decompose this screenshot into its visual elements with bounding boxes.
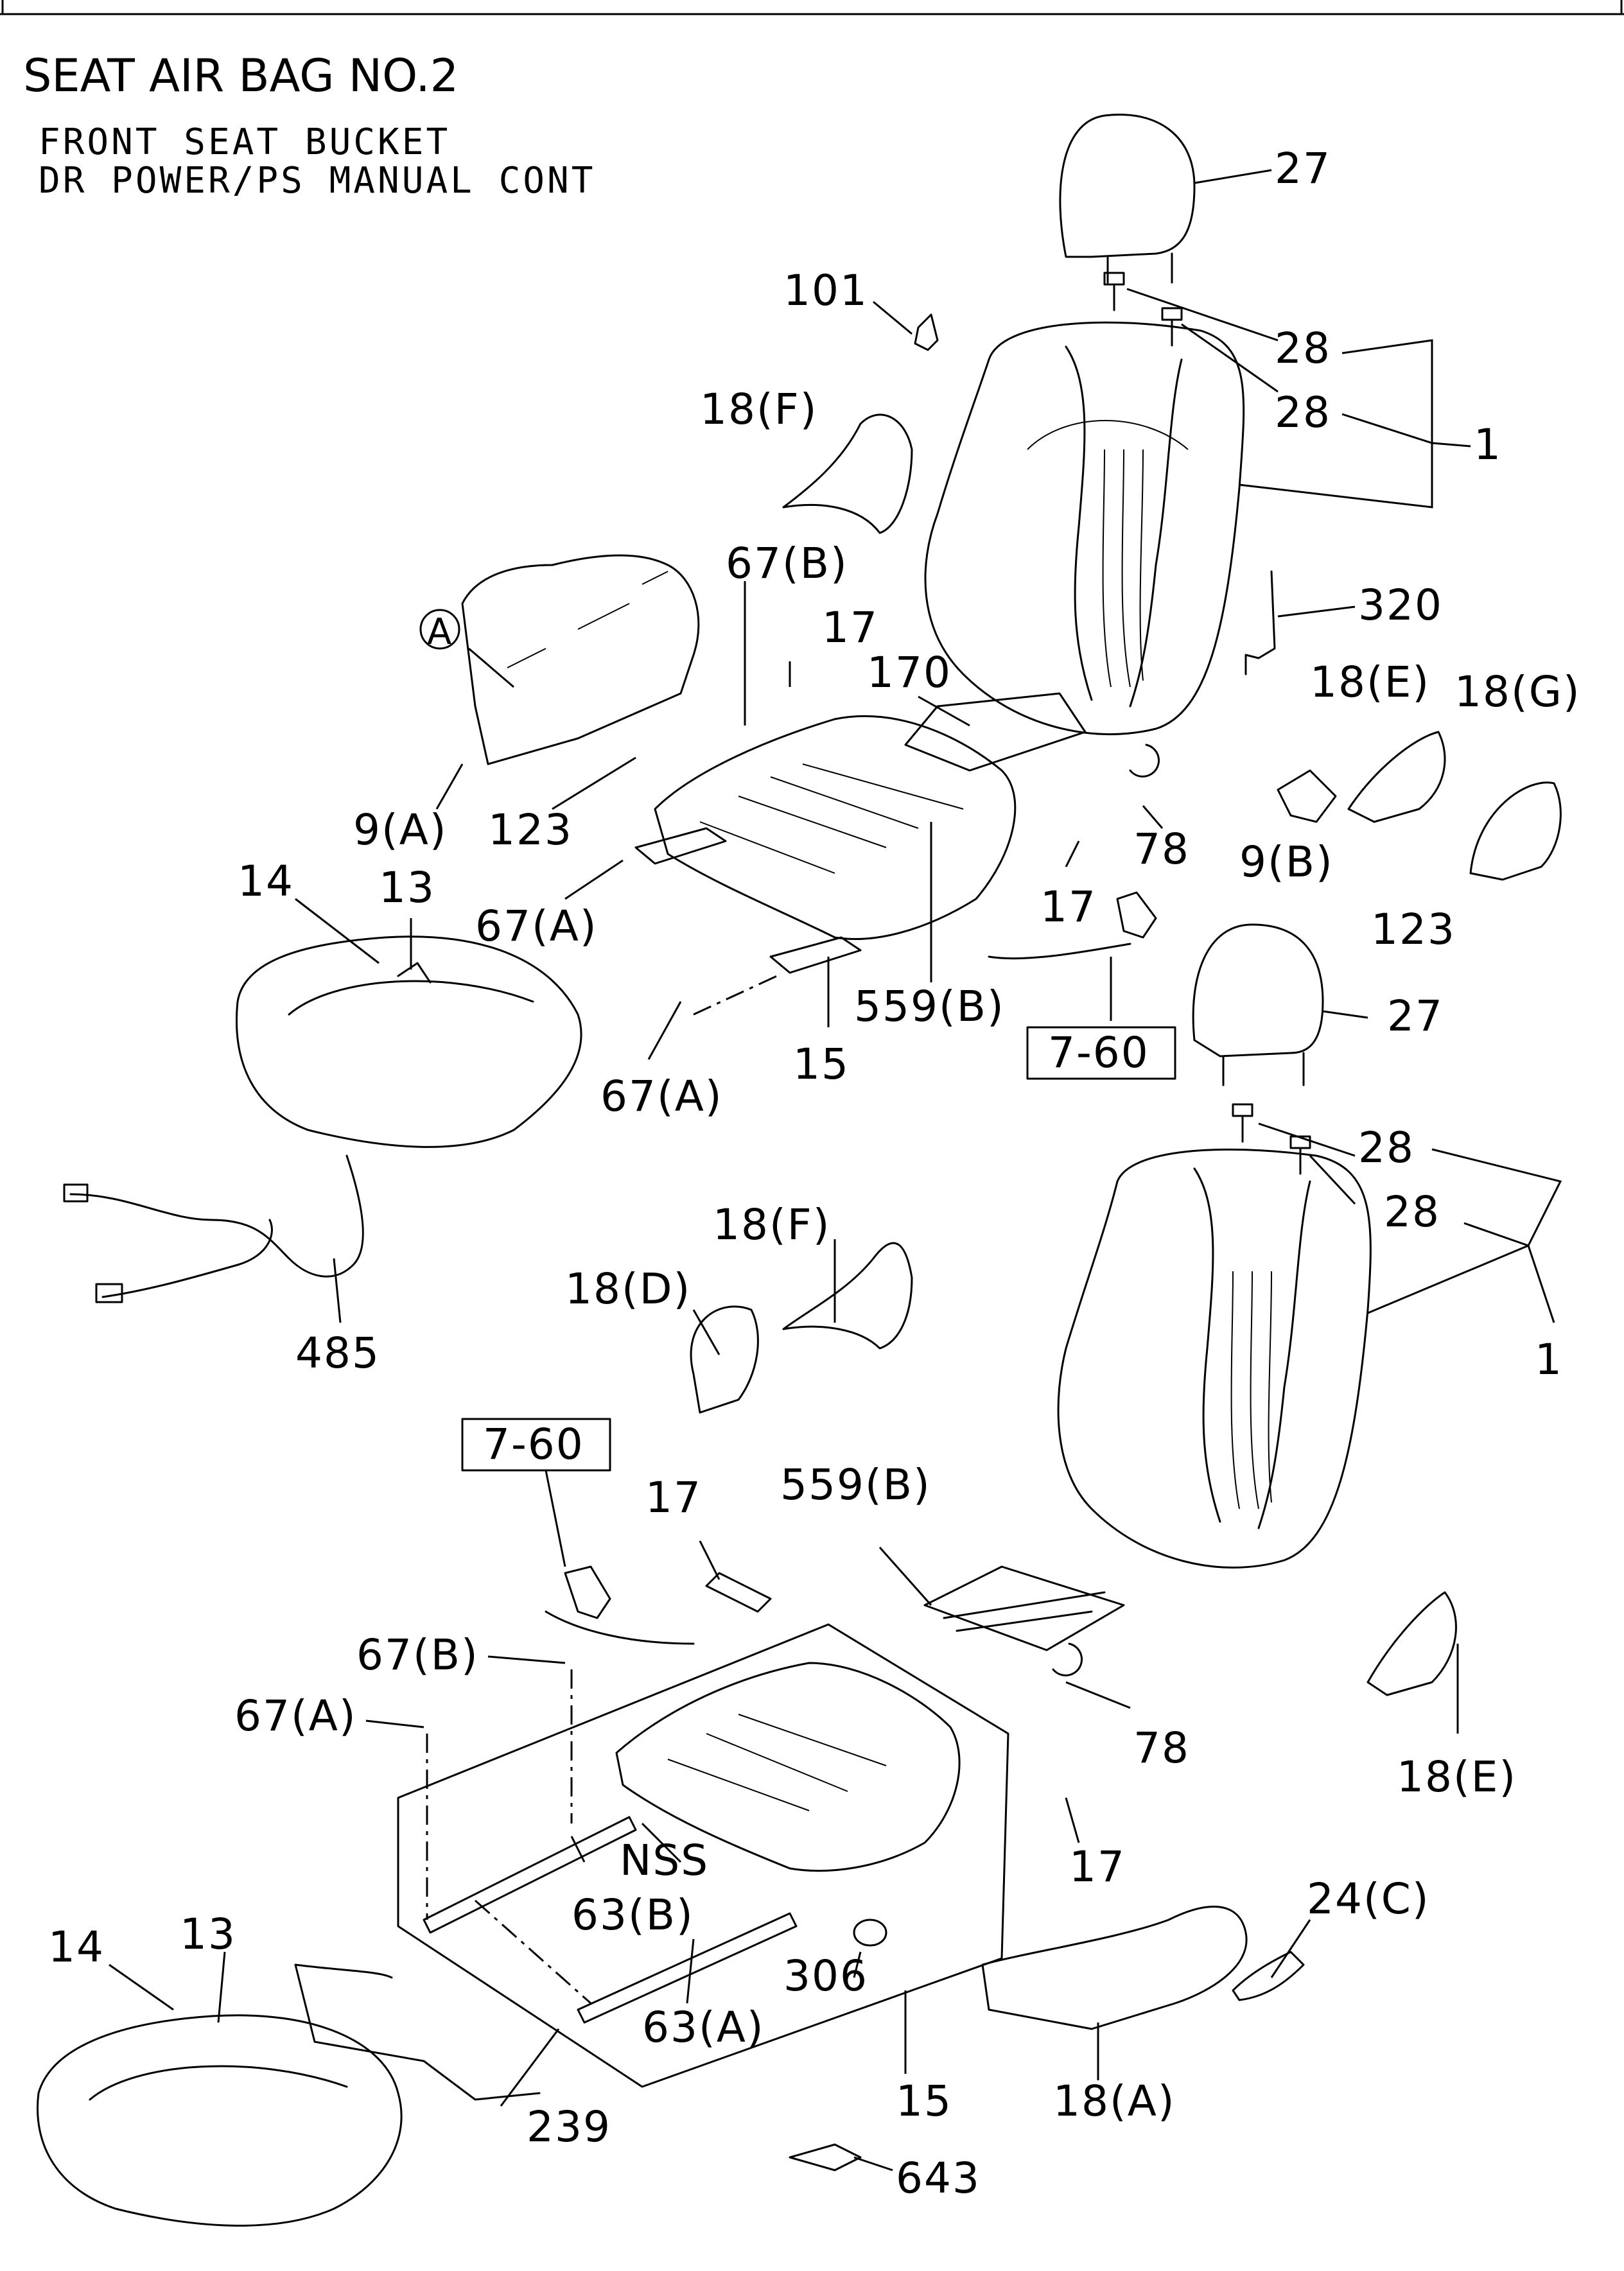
- cover-18D: [690, 1305, 759, 1414]
- callout-18G: 18(G): [1454, 667, 1581, 717]
- belt-buckle-upper: [988, 891, 1157, 960]
- diagram-subtitle-line1: FRONT SEAT BUCKET: [39, 121, 450, 163]
- seat-back-upper: [924, 321, 1245, 736]
- ref-label-lower[interactable]: 7-60: [483, 1420, 584, 1469]
- callout-9A: 9(A): [353, 805, 448, 855]
- callout-67B: 67(B): [726, 539, 848, 588]
- guide-pins-upper: [1103, 272, 1183, 347]
- callout-306: 306: [783, 1951, 868, 2001]
- callout-13: 13: [180, 1910, 236, 1959]
- callout-123: 123: [1371, 905, 1456, 954]
- ref-label-upper[interactable]: 7-60: [1048, 1028, 1149, 1077]
- bracket-643: [789, 2143, 862, 2171]
- callout-67B: 67(B): [356, 1630, 479, 1680]
- callout-485: 485: [295, 1328, 380, 1378]
- callout-320: 320: [1358, 580, 1443, 630]
- guide-pins-lower: [1232, 1103, 1311, 1175]
- callout-67A: 67(A): [600, 1072, 723, 1121]
- harness-485: [63, 1154, 364, 1303]
- callout-28: 28: [1275, 388, 1331, 437]
- callout-63A: 63(A): [642, 2003, 765, 2052]
- bolt-17-lower: [705, 1572, 772, 1613]
- rails-lower: [423, 1816, 798, 2024]
- callout-17: 17: [1040, 882, 1097, 932]
- callout-78: 78: [1133, 1723, 1190, 1773]
- frame-outline-lower: [397, 1623, 1009, 2088]
- callout-28: 28: [1358, 1123, 1415, 1172]
- callout-67A: 67(A): [234, 1691, 357, 1741]
- c-ring-78-lower: [1052, 1642, 1083, 1676]
- c-ring-78-upper: [1129, 744, 1160, 778]
- callout-14: 14: [48, 1922, 105, 1972]
- callout-27: 27: [1275, 144, 1331, 193]
- rail-upper: [634, 827, 862, 974]
- callout-170: 170: [867, 648, 952, 697]
- callout-559B: 559(B): [780, 1460, 931, 1510]
- callout-24C: 24(C): [1307, 1874, 1430, 1924]
- seat-cushion-lower: [37, 2014, 403, 2227]
- cover-18F-upper: [782, 413, 913, 534]
- callout-28: 28: [1275, 324, 1331, 373]
- callout-17: 17: [645, 1473, 702, 1522]
- callout-15: 15: [793, 1040, 850, 1089]
- nut-306: [853, 1919, 887, 1947]
- callout-NSS: NSS: [620, 1836, 709, 1885]
- clip-101: [914, 313, 939, 351]
- rod-320: [1244, 570, 1276, 675]
- callout-78: 78: [1133, 824, 1190, 874]
- seat-cushion-upper: [236, 935, 582, 1148]
- ref-box-upper: [1026, 1026, 1176, 1080]
- diagram-title: SEAT AIR BAG NO.2: [23, 49, 458, 102]
- callout-18E: 18(E): [1310, 657, 1430, 707]
- callout-559B: 559(B): [854, 982, 1005, 1031]
- callout-18F: 18(F): [713, 1200, 830, 1249]
- callout-14: 14: [238, 857, 294, 906]
- cover-18G: [1469, 781, 1562, 881]
- callout-17: 17: [1069, 1842, 1126, 1892]
- cover-18E-upper: [1347, 731, 1446, 823]
- callout-1: 1: [1535, 1335, 1563, 1384]
- seat-back-lower: [1057, 1148, 1372, 1569]
- leader-lines: [109, 169, 1562, 2171]
- wire-239: [294, 1963, 541, 2101]
- pad-170: [904, 692, 1087, 772]
- ref-box-lower: [461, 1418, 611, 1472]
- belt-buckle-lower: [545, 1565, 695, 1645]
- springs-559B-lower: [923, 1565, 1125, 1651]
- callout-63B: 63(B): [572, 1890, 694, 1940]
- callout-643: 643: [896, 2154, 981, 2203]
- cover-18E-lower: [1366, 1591, 1457, 1696]
- diagram-subtitle-line2: DR POWER/PS MANUAL CONT: [39, 160, 595, 202]
- headrest-lower: [1192, 923, 1324, 1086]
- seat-frame-lower: [615, 1662, 961, 1872]
- callout-101: 101: [783, 266, 868, 315]
- side-cover-18A: [981, 1906, 1248, 2030]
- callout-9B: 9(B): [1239, 837, 1334, 887]
- callout-15: 15: [896, 2076, 952, 2126]
- callout-A-circle: [419, 609, 460, 650]
- callout-1: 1: [1474, 420, 1502, 469]
- bracket-9B: [1277, 769, 1337, 823]
- callout-18A: 18(A): [1053, 2076, 1176, 2126]
- callout-18D: 18(D): [565, 1264, 691, 1314]
- seat-frame-upper: [654, 715, 1017, 940]
- callout-A: A: [427, 611, 453, 653]
- headrest-upper: [1059, 114, 1196, 284]
- side-cover-A: [461, 554, 700, 765]
- callout-18E: 18(E): [1397, 1752, 1517, 1802]
- cover-18F-lower: [782, 1242, 913, 1350]
- callout-27: 27: [1387, 991, 1444, 1041]
- callout-239: 239: [527, 2102, 611, 2152]
- callout-67A: 67(A): [475, 901, 598, 951]
- callout-17: 17: [822, 603, 878, 652]
- cover-24C: [1232, 1951, 1305, 2001]
- callout-18F: 18(F): [700, 385, 817, 434]
- callout-123: 123: [488, 805, 573, 855]
- callout-28: 28: [1384, 1187, 1440, 1237]
- callout-13: 13: [379, 863, 435, 912]
